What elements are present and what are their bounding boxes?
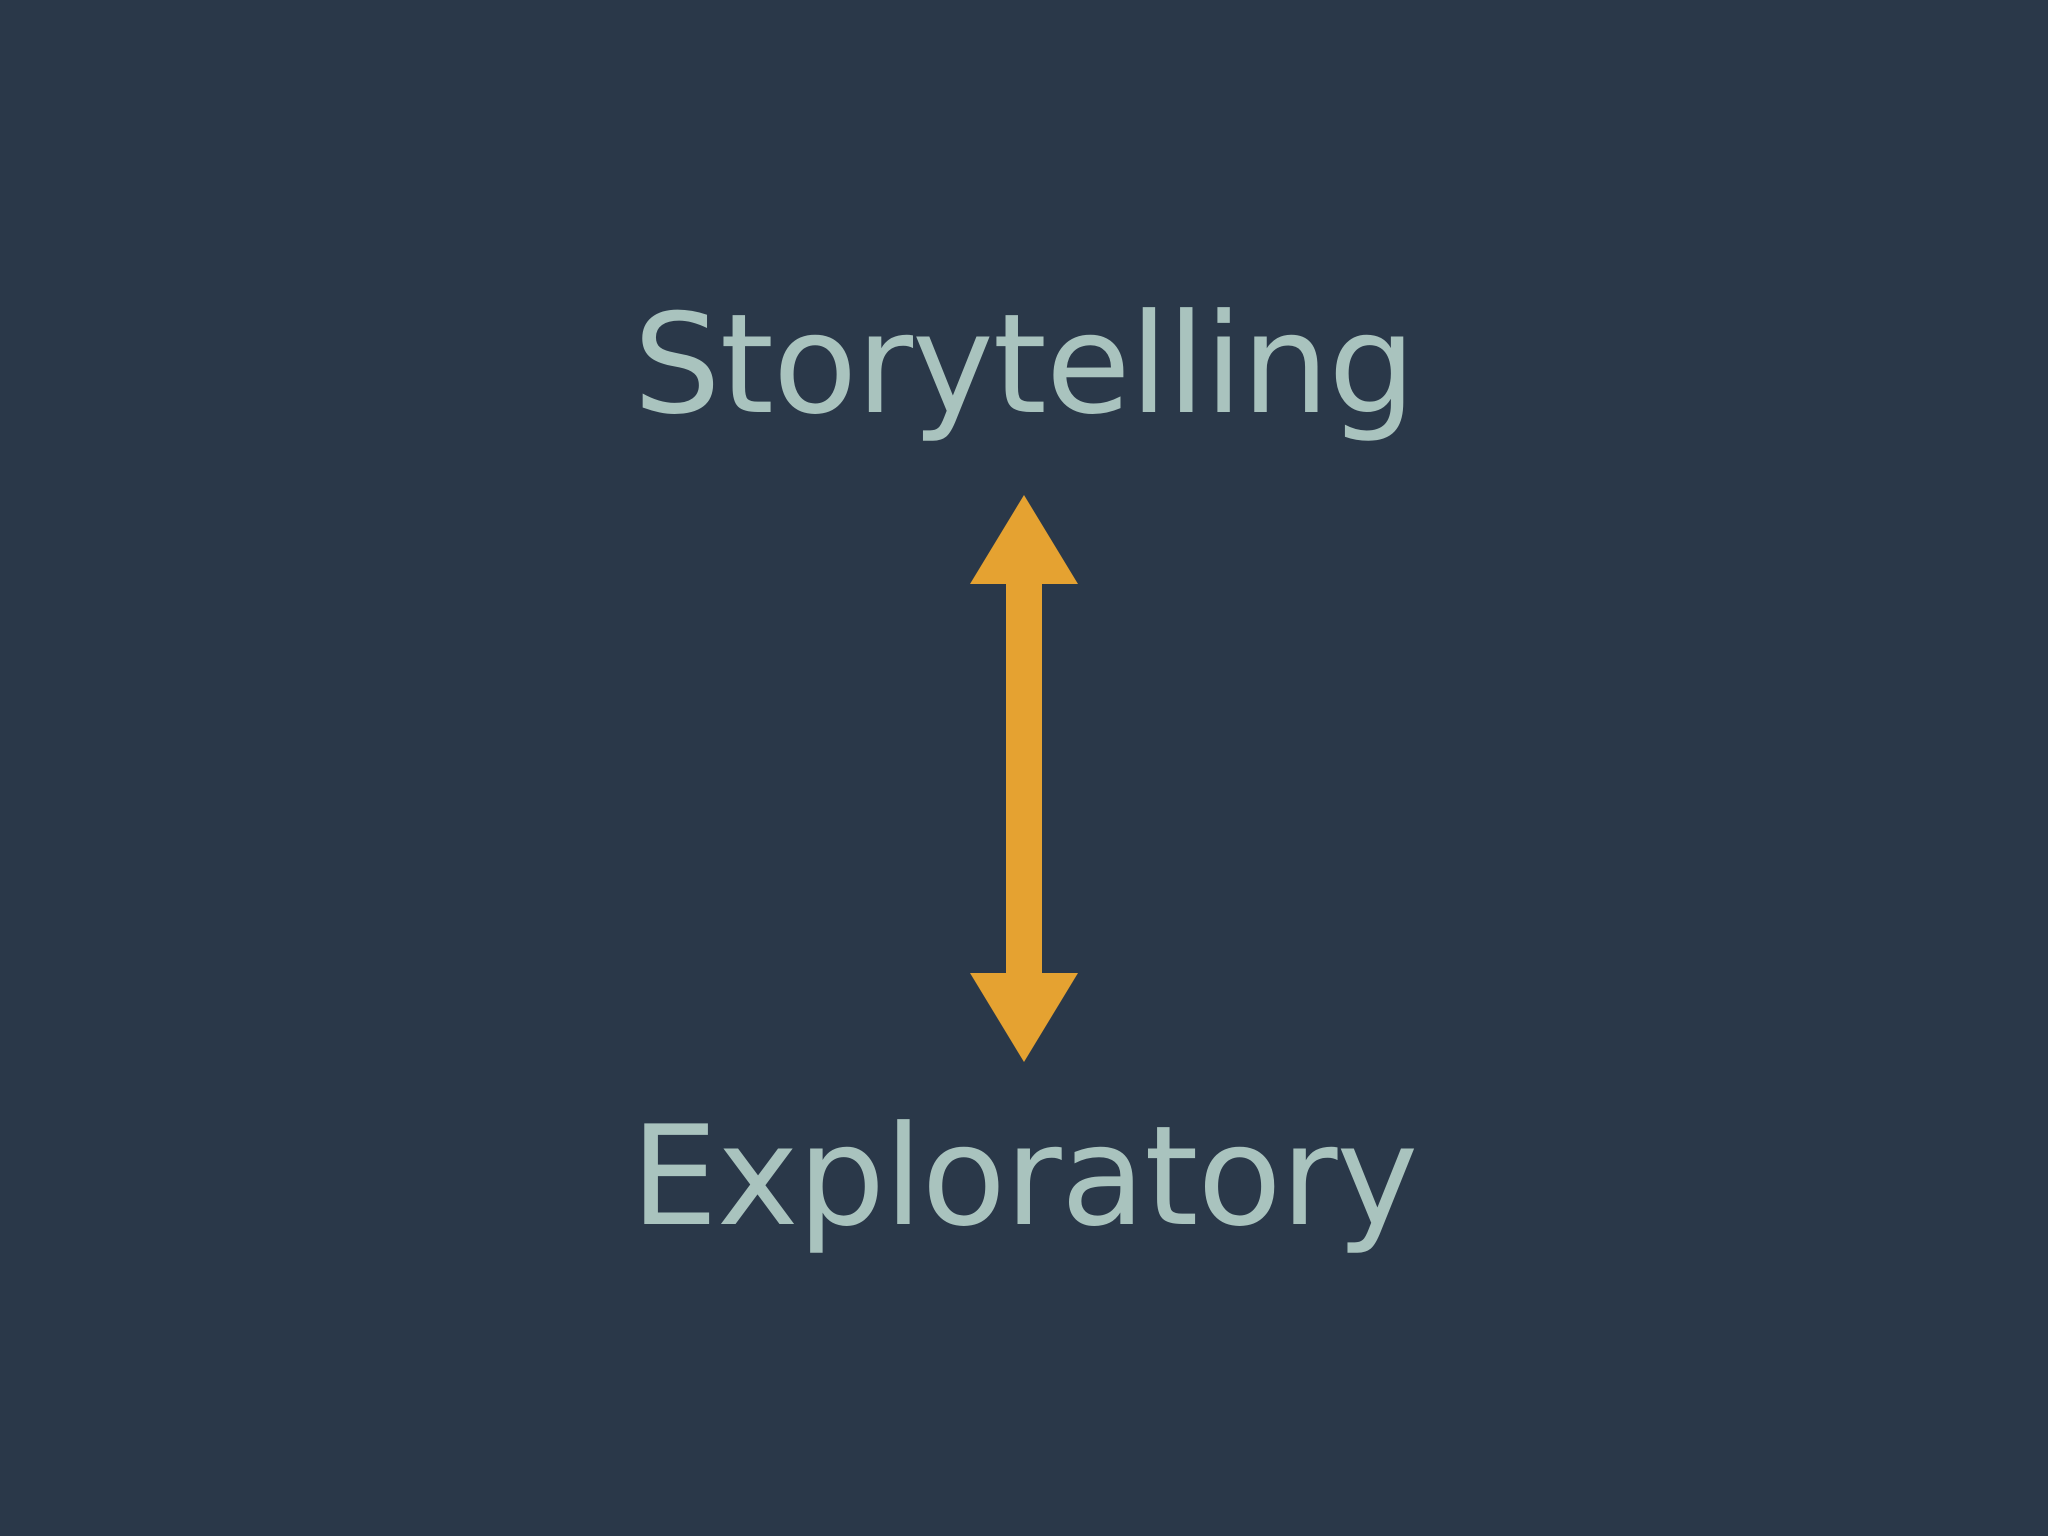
arrow-shape xyxy=(970,495,1078,1062)
arrow-shaft xyxy=(1006,582,1042,975)
arrow-head-down xyxy=(970,973,1078,1062)
storytelling-label: Storytelling xyxy=(633,284,1416,445)
exploratory-label: Exploratory xyxy=(630,1096,1418,1257)
arrow-head-up xyxy=(970,495,1078,584)
